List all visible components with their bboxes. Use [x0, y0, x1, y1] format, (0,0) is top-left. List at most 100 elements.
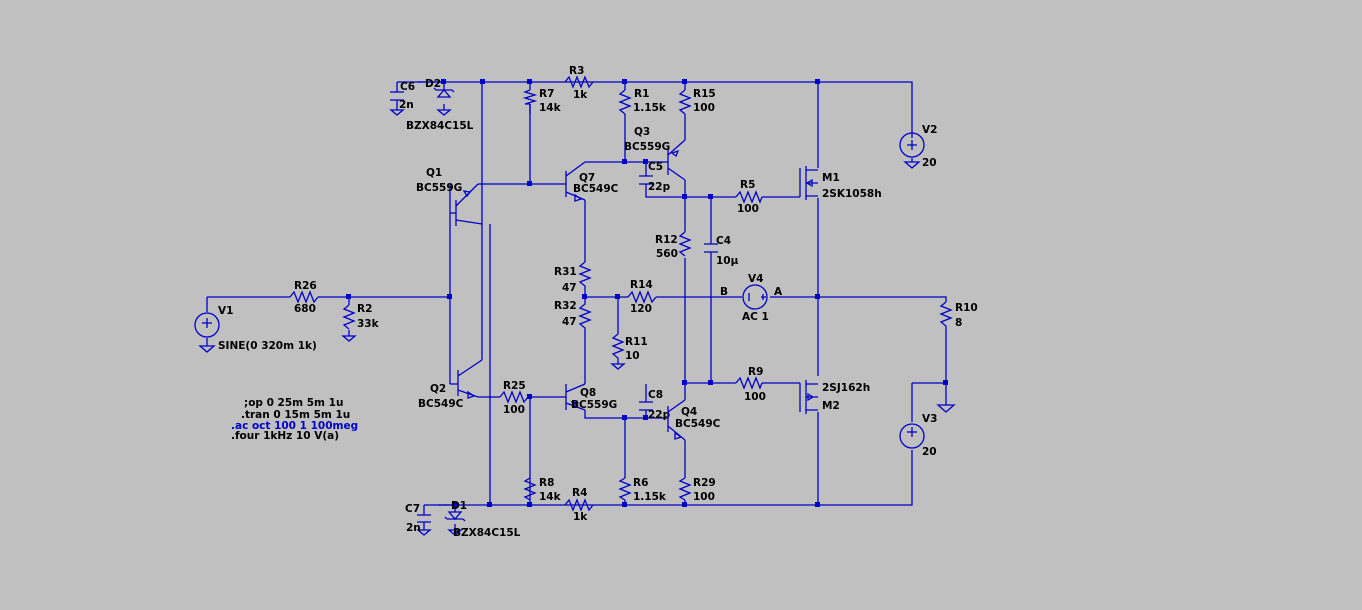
r4-name: R4 [572, 487, 587, 499]
ac-source-v4[interactable]: V4 AC 1 B A [720, 273, 783, 323]
r15-value: 100 [693, 102, 715, 114]
transistor-q7[interactable]: Q7 BC549C [560, 161, 619, 202]
q2-name: Q2 [430, 383, 446, 395]
r15-name: R15 [693, 88, 716, 100]
resistor-r25[interactable]: R25 100 [499, 380, 529, 416]
q8-name: Q8 [580, 387, 596, 399]
transistor-q8[interactable]: Q8 BC559G [560, 383, 617, 411]
r11-name: R11 [625, 336, 648, 348]
v4-pin-b: B [720, 286, 728, 298]
resistor-r7[interactable]: R7 14k [522, 88, 562, 114]
mosfet-m1[interactable]: M1 2SK1058h [799, 166, 882, 200]
transistor-q1[interactable]: Q1 BC559G [416, 167, 483, 226]
c8-name: C8 [648, 389, 663, 401]
q4-name: Q4 [681, 406, 697, 418]
r26-name: R26 [294, 280, 317, 292]
capacitor-c7[interactable]: C7 2n [405, 503, 432, 536]
resistor-r12[interactable]: R12 560 [655, 231, 692, 260]
r1-value: 1.15k [633, 102, 667, 114]
r7-name: R7 [539, 88, 554, 100]
resistor-r5[interactable]: R5 100 [735, 179, 763, 215]
resistor-r31[interactable]: R31 47 [554, 261, 592, 297]
resistor-r10[interactable]: R10 8 [936, 301, 978, 413]
v4-name: V4 [748, 273, 763, 285]
r9-name: R9 [748, 366, 763, 378]
r10-name: R10 [955, 302, 978, 314]
resistor-r14[interactable]: R14 120 [627, 279, 657, 315]
r10-value: 8 [955, 317, 962, 329]
voltage-source-v1[interactable]: V1 SINE(0 320m 1k) [194, 305, 317, 353]
voltage-source-v2[interactable]: V2 20 [899, 124, 937, 169]
r9-value: 100 [744, 391, 766, 403]
zener-d1[interactable]: D1 BZX84C15L [444, 500, 521, 539]
transistor-q4[interactable]: Q4 BC549C [667, 399, 721, 441]
r25-value: 100 [503, 404, 525, 416]
c8-value: 22p [648, 409, 671, 421]
wires [206, 81, 947, 530]
r8-name: R8 [539, 477, 554, 489]
q3-value: BC559G [624, 141, 670, 153]
r1-name: R1 [634, 88, 649, 100]
v4-value: AC 1 [742, 311, 769, 323]
v2-value: 20 [922, 157, 937, 169]
resistor-r29[interactable]: R29 100 [678, 477, 716, 503]
r14-name: R14 [630, 279, 653, 291]
r14-value: 120 [630, 303, 652, 315]
q8-value: BC559G [571, 399, 617, 411]
directive-tran[interactable]: .tran 0 15m 5m 1u [241, 409, 350, 421]
directive-op[interactable]: ;op 0 25m 5m 1u [244, 397, 343, 409]
resistor-r6[interactable]: R6 1.15k [618, 477, 667, 503]
zener-d2[interactable]: D2 BZX84C15L [406, 78, 474, 132]
resistor-r4[interactable]: R4 1k [564, 487, 594, 523]
r8-value: 14k [539, 491, 562, 503]
v1-value: SINE(0 320m 1k) [218, 340, 317, 352]
c7-value: 2n [406, 522, 421, 534]
resistor-r32[interactable]: R32 47 [554, 297, 592, 330]
resistor-r26[interactable]: R26 680 [289, 280, 319, 315]
directive-four[interactable]: .four 1kHz 10 V(a) [231, 430, 339, 442]
c6-value: 2n [399, 99, 414, 111]
transistor-q2[interactable]: Q2 BC549C [418, 359, 483, 410]
r7-value: 14k [539, 102, 562, 114]
capacitor-c8[interactable]: C8 22p [639, 389, 671, 421]
c6-name: C6 [400, 81, 415, 93]
q3-name: Q3 [634, 126, 650, 138]
r31-value: 47 [562, 282, 577, 294]
m1-name: M1 [822, 172, 840, 184]
v3-name: V3 [922, 413, 937, 425]
v4-pin-a: A [774, 286, 783, 298]
r6-value: 1.15k [633, 491, 667, 503]
resistor-r3[interactable]: R3 1k [564, 65, 594, 101]
spice-directives[interactable]: ;op 0 25m 5m 1u .tran 0 15m 5m 1u .ac oc… [231, 397, 358, 442]
c5-name: C5 [648, 161, 663, 173]
m2-name: M2 [822, 400, 840, 412]
r32-value: 47 [562, 316, 577, 328]
capacitor-c6[interactable]: C6 2n [389, 81, 415, 116]
directive-ac[interactable]: .ac oct 100 1 100meg [231, 420, 358, 432]
r25-name: R25 [503, 380, 526, 392]
q1-name: Q1 [426, 167, 442, 179]
q7-value: BC549C [573, 183, 619, 195]
capacitor-c5[interactable]: C5 22p [639, 161, 671, 193]
r31-name: R31 [554, 266, 577, 278]
mosfet-m2[interactable]: 2SJ162h M2 [799, 380, 870, 414]
voltage-source-v3[interactable]: V3 20 [899, 413, 937, 458]
resistor-r8[interactable]: R8 14k [523, 477, 562, 503]
junctions [346, 79, 948, 507]
transistor-q3[interactable]: Q3 BC559G [624, 126, 686, 181]
r29-name: R29 [693, 477, 716, 489]
c5-value: 22p [648, 181, 671, 193]
r26-value: 680 [294, 303, 316, 315]
resistor-r11[interactable]: R11 10 [610, 330, 648, 370]
resistor-r1[interactable]: R1 1.15k [618, 88, 667, 115]
r2-value: 33k [357, 318, 380, 330]
m1-value: 2SK1058h [822, 188, 882, 200]
resistor-r15[interactable]: R15 100 [678, 88, 716, 115]
v2-name: V2 [922, 124, 937, 136]
v3-value: 20 [922, 446, 937, 458]
resistor-r2[interactable]: R2 33k [341, 303, 380, 342]
capacitor-c4[interactable]: C4 10µ [704, 235, 739, 267]
resistor-r9[interactable]: R9 100 [735, 366, 766, 403]
m2-value: 2SJ162h [822, 382, 870, 394]
